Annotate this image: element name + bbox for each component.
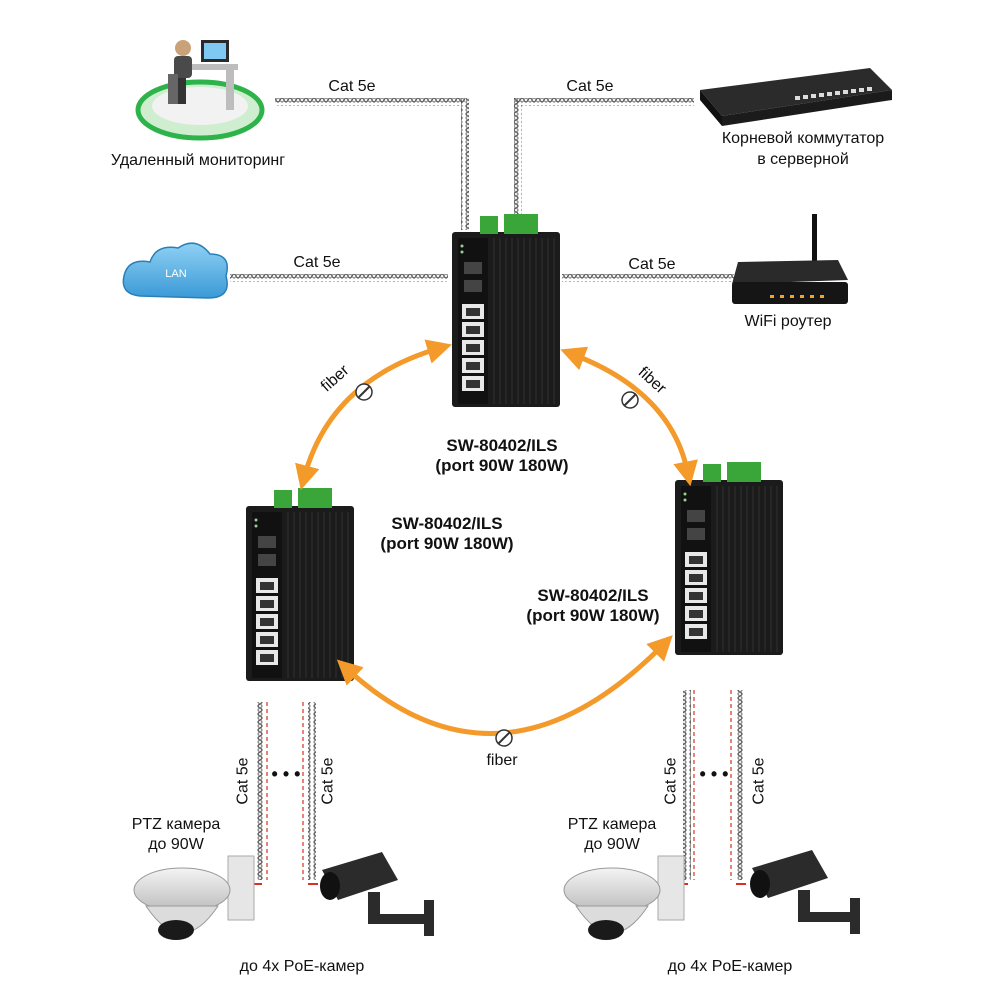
switch-left [245,487,355,682]
label-lan: LAN [165,268,187,280]
switch-right-model: SW-80402/ILS [537,586,649,605]
switch-top-model: SW-80402/ILS [446,436,558,455]
label-monitoring: Удаленный мониторинг [110,152,286,169]
cable-monitoring [275,98,469,230]
label-poe-left: до 4х PoE-камер [239,958,365,975]
ellipsis-right: • • • [699,764,729,784]
switch-right [674,461,784,656]
label-switch-left: SW-80402/ILS (port 90W 180W) [380,514,513,554]
label-root-switch-1: Корневой коммутатор [721,130,885,147]
label-cat-br-1: Cat 5e [662,757,680,805]
root-switch-icon [700,68,892,126]
label-cat-bl-1: Cat 5e [234,757,252,805]
label-cat-top-left: Cat 5e [328,78,376,95]
monitoring-workstation-icon [135,40,265,141]
fiber-arc-left [295,339,453,491]
label-cat-bl-2: Cat 5e [319,757,337,805]
label-cat-lan: Cat 5e [293,254,341,271]
label-ptz-right-1: PTZ камера [567,816,657,833]
label-wifi-router: WiFi роутер [744,313,832,330]
label-cat-wifi: Cat 5e [628,256,676,273]
switch-top-ports: (port 90W 180W) [435,456,569,475]
cable-root-switch [514,98,694,230]
lan-cloud-icon [122,242,228,299]
label-root-switch-2: в серверной [757,151,849,168]
label-cat-br-2: Cat 5e [750,757,768,805]
switch-left-model: SW-80402/ILS [391,514,503,533]
ellipsis-left: • • • [271,764,301,784]
label-fiber-bottom: fiber [486,752,518,769]
fiber-arc-right [560,346,698,487]
switch-top [451,213,561,408]
bullet-camera-left-icon [320,852,434,936]
label-ptz-left-1: PTZ камера [131,816,221,833]
label-cat-top-right: Cat 5e [566,78,614,95]
fiber-arc-bottom [336,635,673,736]
cable-lan [230,274,448,282]
poe-cables-left [252,702,318,885]
cable-wifi [562,274,734,282]
label-ptz-right-2: до 90W [584,836,640,853]
poe-cables-right [678,690,746,885]
switch-right-ports: (port 90W 180W) [526,606,660,625]
label-switch-right: SW-80402/ILS (port 90W 180W) [526,586,659,626]
ptz-camera-right-icon [563,855,685,940]
ptz-camera-left-icon [133,855,255,940]
switch-left-ports: (port 90W 180W) [380,534,514,553]
wifi-router-icon [732,214,848,304]
label-ptz-left-2: до 90W [148,836,204,853]
label-switch-top: SW-80402/ILS (port 90W 180W) [435,436,568,476]
label-poe-right: до 4х PoE-камер [667,958,793,975]
fiber-connector-icon [355,383,639,747]
bullet-camera-right-icon [750,850,860,934]
